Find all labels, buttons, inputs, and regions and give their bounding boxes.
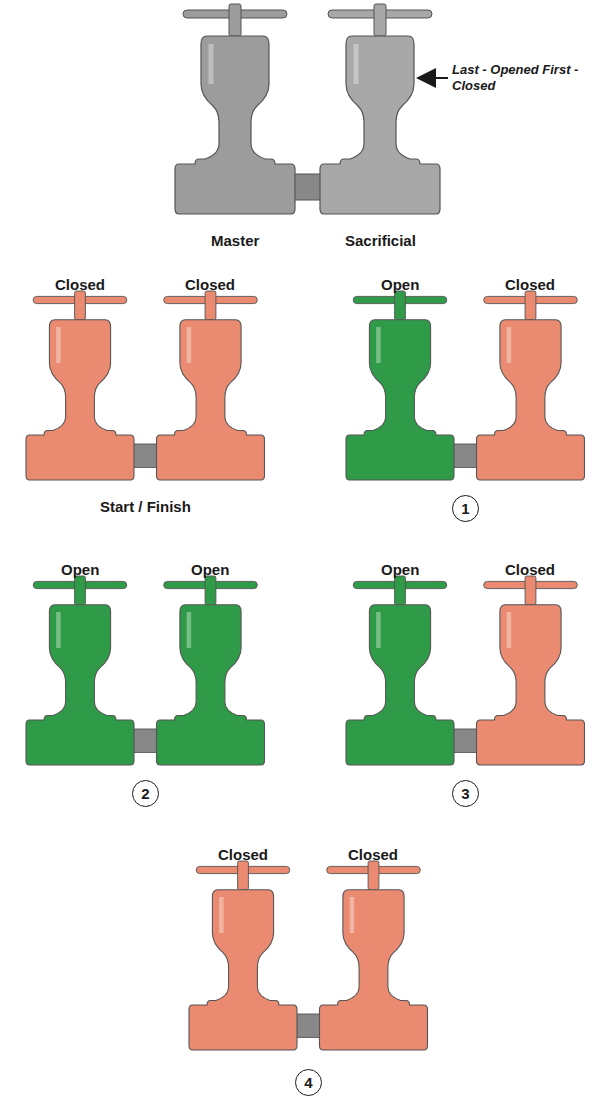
valve-state: Closed [505,276,555,293]
valve-pair [26,291,265,480]
callout-note: Last - Opened First - Closed [452,62,592,94]
callout-number: 2 [132,780,159,807]
valve-state: Open [191,561,229,578]
valve-name: Sacrificial [345,232,416,249]
valve-state: Closed [185,276,235,293]
step-number: 3 [461,785,469,802]
valve-pair [175,4,440,214]
valve-state: Open [381,276,419,293]
valve-state: Open [381,561,419,578]
callout-number: 4 [295,1069,322,1096]
callout-number: 1 [452,495,479,522]
step-caption: Start / Finish [100,498,191,515]
valve-pair [346,291,585,480]
step-number: 4 [304,1074,312,1091]
valve-state: Open [61,561,99,578]
valve-pair [26,576,265,765]
step-number: 1 [461,500,469,517]
callout-number: 3 [452,780,479,807]
leader-arrow [420,77,448,79]
valve-name: Master [211,232,259,249]
valve-state: Closed [348,846,398,863]
valve-pair [346,576,585,765]
valve-pair [189,861,428,1050]
valve-state: Closed [505,561,555,578]
valve-state: Closed [55,276,105,293]
step-number: 2 [141,785,149,802]
valve-state: Closed [218,846,268,863]
